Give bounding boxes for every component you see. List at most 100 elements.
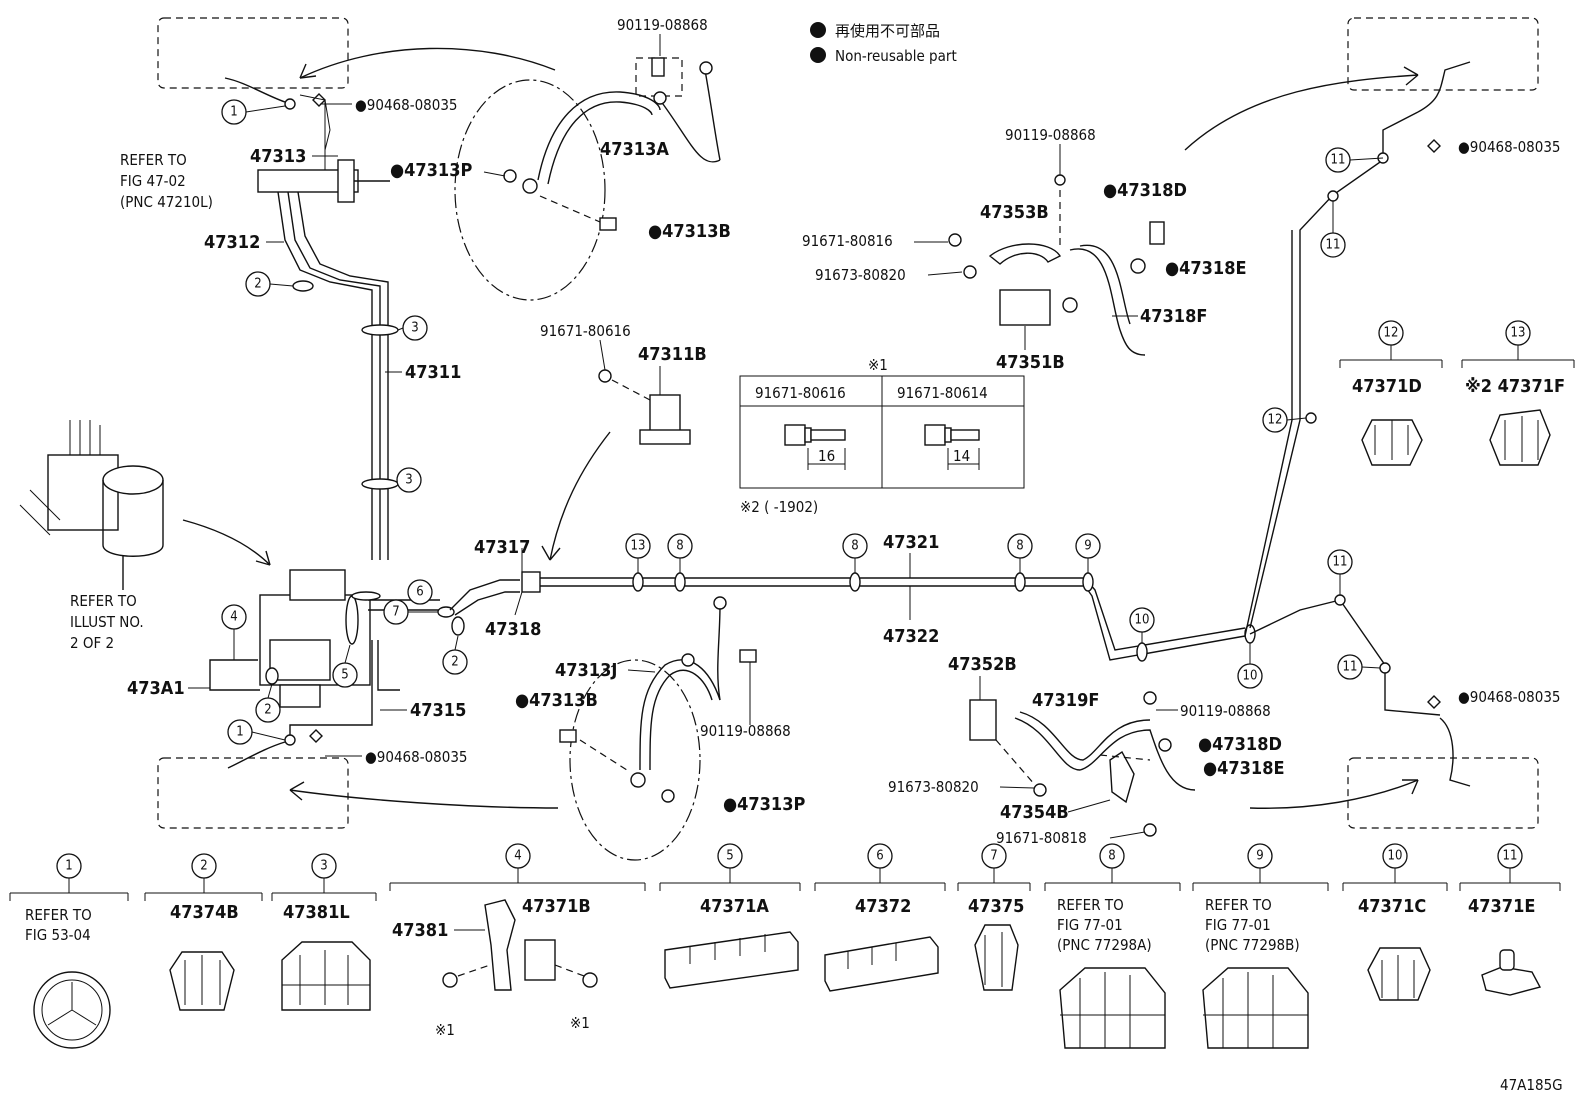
- svg-text:12: 12: [1384, 326, 1399, 341]
- label-47317: 47317: [474, 537, 530, 558]
- note-mark: ※1: [868, 356, 888, 374]
- label-47322: 47322: [883, 626, 939, 647]
- svg-text:3: 3: [320, 859, 327, 874]
- legend-en: Non-reusable part: [835, 47, 957, 65]
- svg-text:1: 1: [230, 105, 237, 120]
- callout-1: 1: [227, 719, 253, 745]
- bracket-47311B: [598, 369, 691, 445]
- label-47313: 47313: [250, 146, 306, 167]
- callout-7: 7: [981, 843, 1007, 869]
- label-47354B: 47354B: [1000, 802, 1069, 823]
- svg-text:1: 1: [236, 725, 243, 740]
- master-cylinder-lines: [209, 77, 520, 769]
- label-91673-80820: 91673-80820: [815, 266, 906, 284]
- legend-bullet-icon: [810, 47, 826, 63]
- svg-text:3: 3: [405, 473, 412, 488]
- svg-text:11: 11: [1343, 660, 1358, 675]
- callout-11: 11: [1497, 843, 1523, 869]
- label-47375: 47375: [968, 896, 1024, 917]
- callout-10: 10: [1237, 663, 1263, 689]
- callout-10: 10: [1382, 843, 1408, 869]
- callout-11: 11: [1320, 232, 1346, 258]
- note-footnote: ※2 ( -1902): [740, 498, 818, 516]
- callout-13: 13: [1505, 320, 1531, 346]
- label-47312: 47312: [204, 232, 260, 253]
- callout-1: 1: [221, 99, 247, 125]
- callout-11: 11: [1327, 549, 1353, 575]
- label-47313P-bot: ●47313P: [723, 794, 805, 815]
- svg-text:8: 8: [1108, 849, 1115, 864]
- svg-text:5: 5: [726, 849, 733, 864]
- bolt-note-table: ※1 91671-80616 91671-80614 16 14 ※2 ( -1…: [739, 356, 1025, 516]
- flow-arrows: [182, 47, 1419, 809]
- callout-8: 8: [842, 533, 868, 559]
- label-90119-08868-bot: 90119-08868: [700, 722, 791, 740]
- ref-illust-line3: 2 OF 2: [70, 634, 114, 652]
- label-90468-08035-tr: ●90468-08035: [1458, 138, 1561, 156]
- ref-fig5304-line1: REFER TO: [25, 906, 92, 924]
- note-left-dim: 16: [818, 447, 835, 465]
- callout-10: 10: [1129, 607, 1155, 633]
- note-mark-1b: ※1: [570, 1014, 590, 1032]
- callout-12: 12: [1262, 407, 1288, 433]
- svg-text:4: 4: [514, 849, 521, 864]
- callout-4: 4: [221, 604, 247, 630]
- label-47374B: 47374B: [170, 902, 239, 923]
- callout-9: 9: [1247, 843, 1273, 869]
- hose-47318F: [948, 174, 1165, 356]
- callout-7: 7: [383, 599, 409, 625]
- callout-3: 3: [396, 467, 422, 493]
- label-91671-80818: 91671-80818: [996, 829, 1087, 847]
- label-47318D: ●47318D: [1103, 180, 1187, 201]
- svg-text:11: 11: [1503, 849, 1518, 864]
- label-47372: 47372: [855, 896, 911, 917]
- label-47311: 47311: [405, 362, 461, 383]
- ref-fig7701a-line2: FIG 77-01: [1057, 916, 1123, 934]
- label-47315: 47315: [410, 700, 466, 721]
- svg-text:4: 4: [230, 610, 237, 625]
- master-cylinder-icon: [19, 420, 164, 590]
- callout-5: 5: [332, 662, 358, 688]
- ref-fig4702-line2: FIG 47-02: [120, 172, 186, 190]
- label-90468-08035-bl: ●90468-08035: [365, 748, 468, 766]
- callout-2: 2: [245, 271, 271, 297]
- svg-text:13: 13: [631, 539, 646, 554]
- svg-text:11: 11: [1331, 153, 1346, 168]
- callout-1: 1: [56, 853, 82, 879]
- label-47318E: ●47318E: [1165, 258, 1247, 279]
- svg-text:8: 8: [851, 539, 858, 554]
- rear-brake-lines: [521, 61, 1471, 787]
- label-47371A: 47371A: [700, 896, 769, 917]
- callout-6: 6: [407, 579, 433, 605]
- ref-illust-line2: ILLUST NO.: [70, 613, 144, 631]
- label-47371D: 47371D: [1352, 376, 1422, 397]
- ref-fig7701b-line2: FIG 77-01: [1205, 916, 1271, 934]
- callout-11: 11: [1337, 654, 1363, 680]
- label-47381L: 47381L: [283, 902, 350, 923]
- callout-2: 2: [255, 697, 281, 723]
- reference-notes: REFER TO FIG 47-02 (PNC 47210L) REFER TO…: [70, 151, 213, 652]
- ref-fig4702-line3: (PNC 47210L): [120, 193, 213, 211]
- svg-text:3: 3: [411, 321, 418, 336]
- svg-text:9: 9: [1256, 849, 1263, 864]
- svg-text:2: 2: [264, 703, 271, 718]
- label-90119-08868-mid: 90119-08868: [1005, 126, 1096, 144]
- svg-text:9: 9: [1084, 539, 1091, 554]
- label-91673-80820-bot: 91673-80820: [888, 778, 979, 796]
- label-47381: 47381: [392, 920, 448, 941]
- label-90119-08868: 90119-08868: [617, 16, 708, 34]
- note-right-part: 91671-80614: [897, 384, 988, 402]
- svg-text:10: 10: [1135, 613, 1150, 628]
- callout-4: 4: [505, 843, 531, 869]
- callout-11: 11: [1325, 147, 1351, 173]
- label-47371B: 47371B: [522, 896, 591, 917]
- label-91671-80816: 91671-80816: [802, 232, 893, 250]
- ref-fig5304-line2: FIG 53-04: [25, 926, 91, 944]
- ref-fig7701a-line3: (PNC 77298A): [1057, 936, 1152, 954]
- label-90468-08035: ●90468-08035: [355, 96, 458, 114]
- bottom-clamp-boxes: REFER TO FIG 53-04 47374B 47381L 47371B …: [9, 868, 1561, 1049]
- ref-fig7701b-line3: (PNC 77298B): [1205, 936, 1300, 954]
- part-labels: 90119-08868 ●90468-08035 47313A 47313 ●4…: [127, 16, 1561, 847]
- ref-illust-line1: REFER TO: [70, 592, 137, 610]
- label-47313J: 47313J: [555, 660, 617, 681]
